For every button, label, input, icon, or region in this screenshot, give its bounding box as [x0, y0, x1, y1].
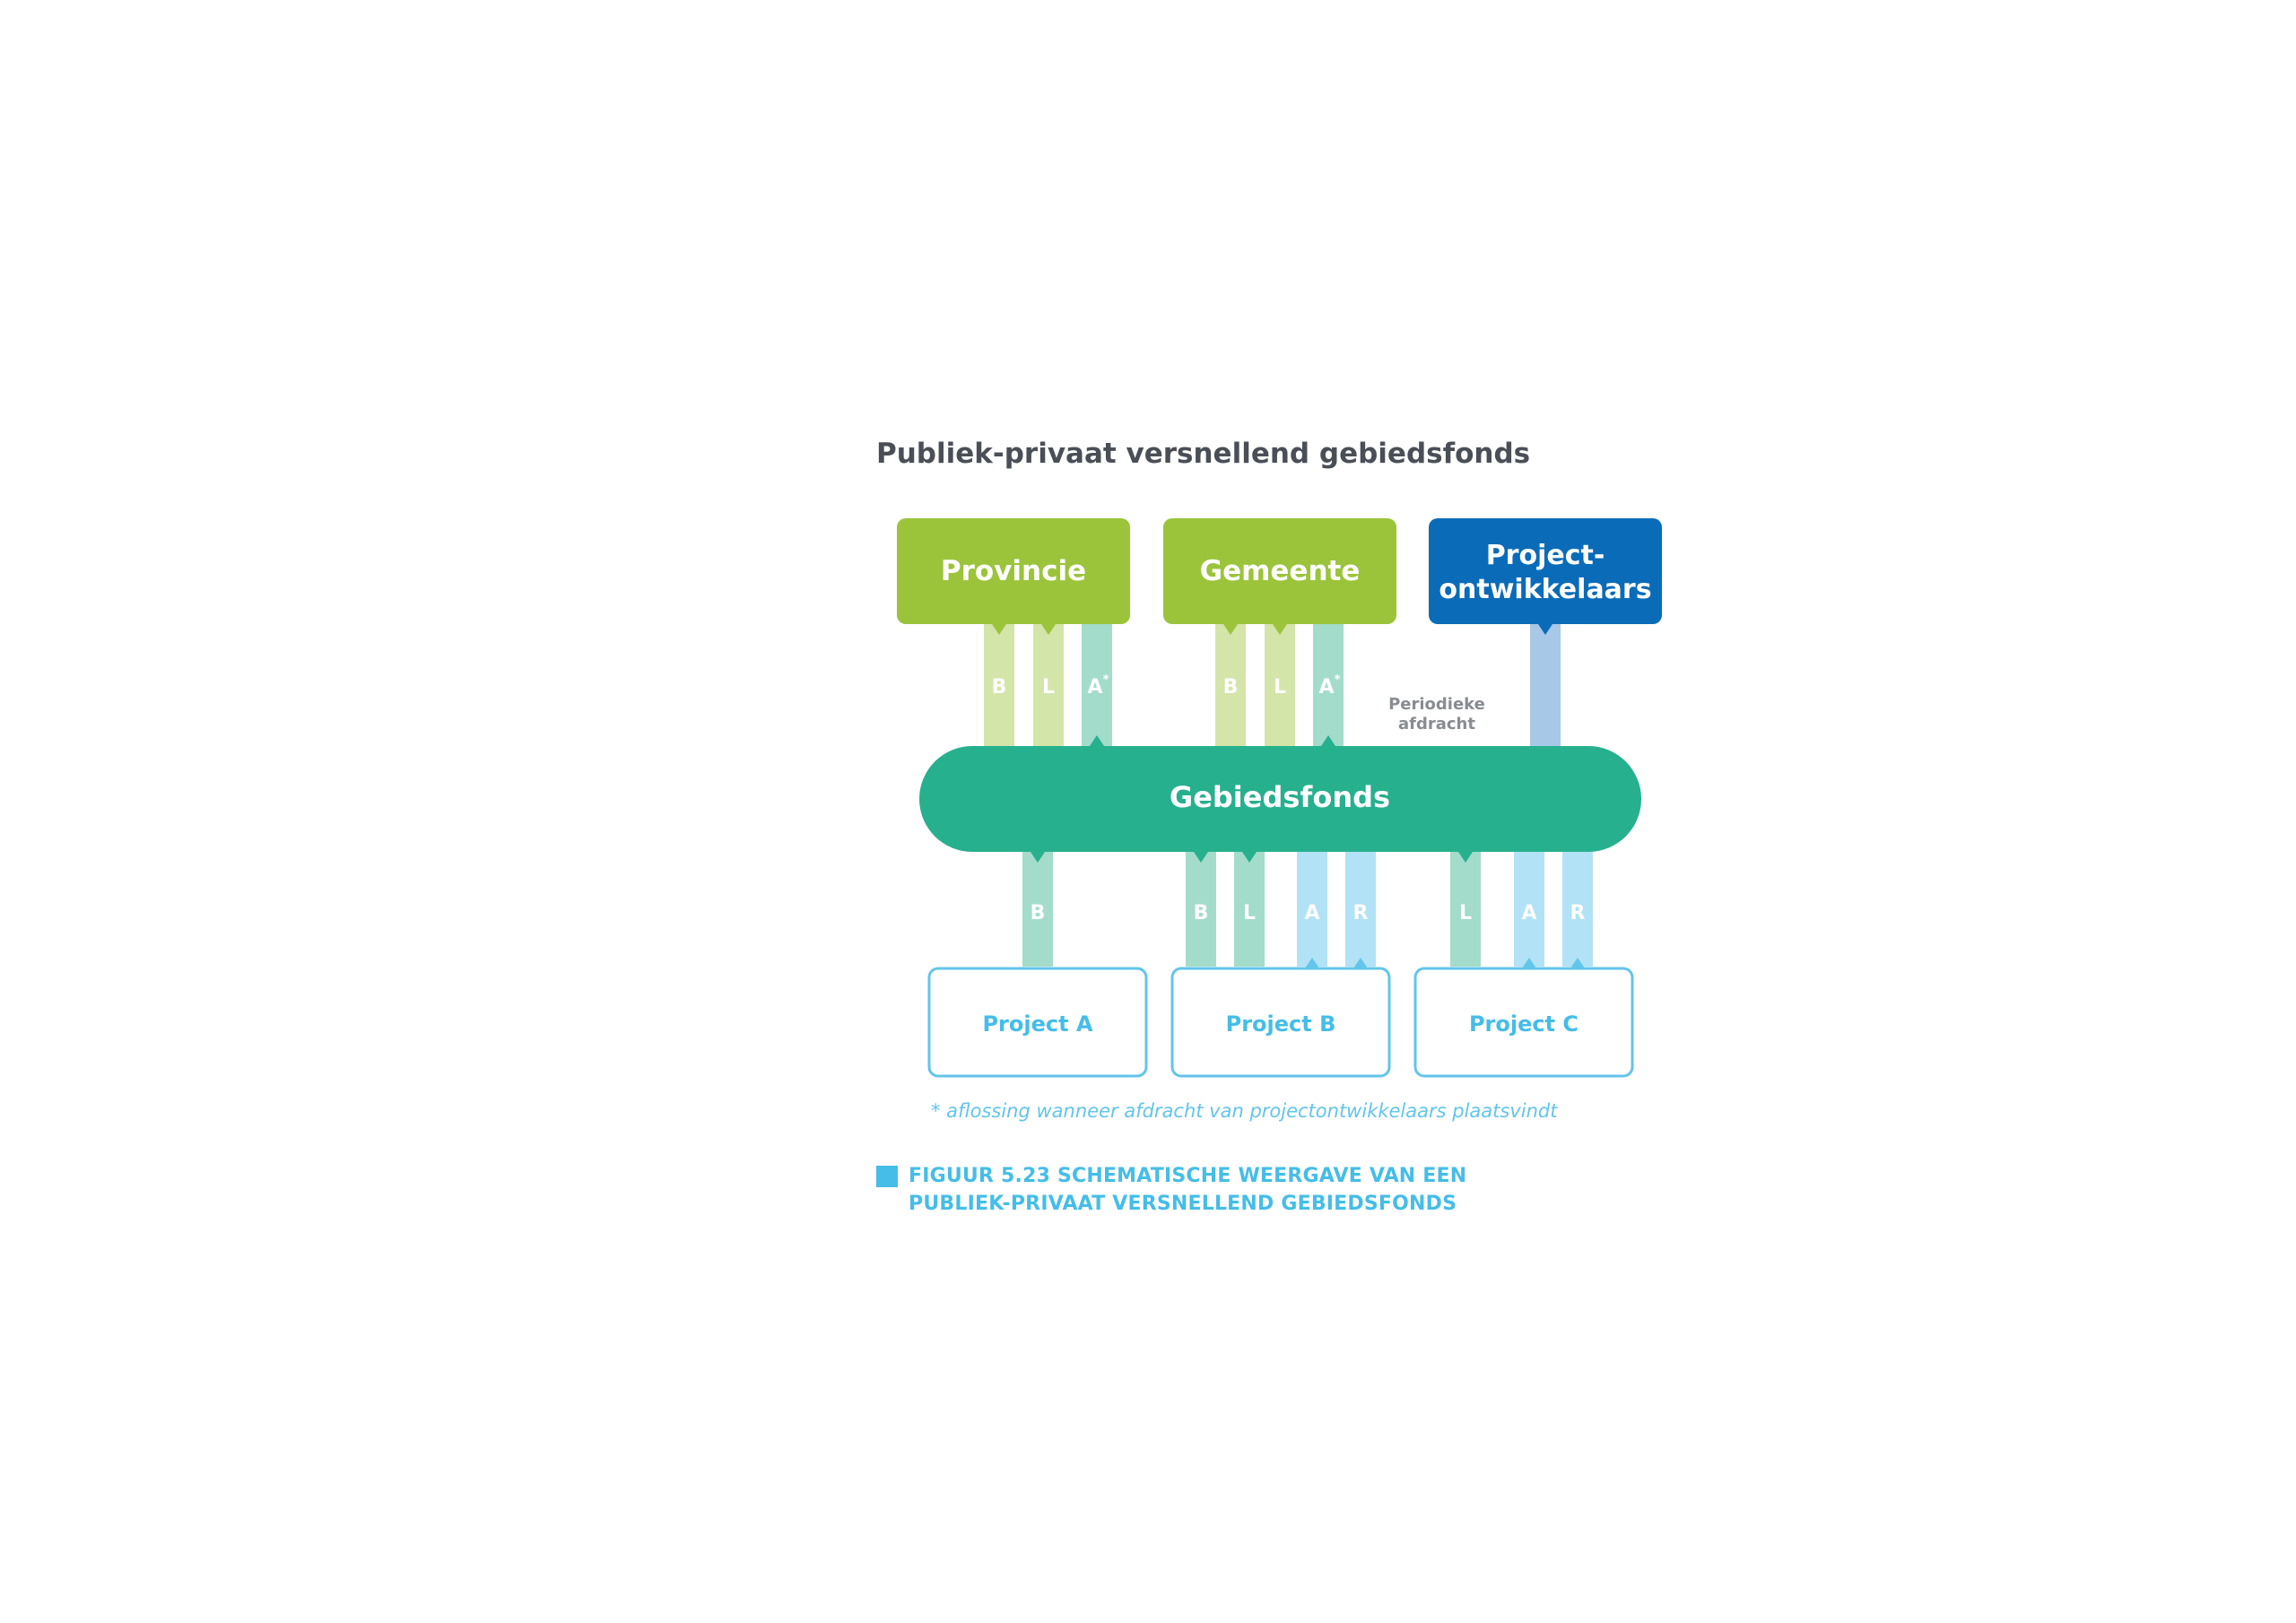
fund-pill — [919, 746, 1641, 852]
party-provincie: Provincie — [897, 518, 1130, 624]
flow-label-project-b-r: R — [1353, 902, 1369, 924]
party-box-projectontwikkelaars — [1429, 518, 1662, 624]
arrow-in-gemeente-a — [1321, 735, 1335, 746]
top-flow-labels: B L A * B L A * — [992, 673, 1341, 699]
flow-bar-provincie-a — [1082, 624, 1112, 746]
flow-label-gemeente-a-sup: * — [1335, 673, 1341, 687]
party-outflow-arrows — [992, 624, 1552, 635]
flow-bar-provincie-b — [984, 624, 1014, 746]
flow-bar-project-c-a — [1514, 852, 1544, 967]
arrow-provincie-b — [992, 624, 1006, 635]
flow-label-gemeente-a: A — [1318, 676, 1334, 699]
flow-label-project-c-l: L — [1459, 902, 1472, 924]
flow-label-provincie-b: B — [992, 676, 1007, 699]
arrow-out-project-c-l — [1458, 852, 1473, 863]
flow-bar-project-b-r — [1345, 852, 1376, 967]
fund-label: Gebiedsfonds — [1170, 780, 1390, 814]
project-c: Project C — [1413, 967, 1634, 1078]
arrow-out-project-b-b — [1194, 852, 1208, 863]
flow-bar-project-c-r — [1562, 852, 1593, 967]
arrow-projectontwikkelaars — [1538, 624, 1552, 635]
diagram-title: Publiek-privaat versnellend gebiedsfonds — [876, 438, 1530, 470]
flow-label-project-c-r: R — [1570, 902, 1586, 924]
arrow-return-project-b-r — [1353, 958, 1368, 968]
arrow-in-provincie-a — [1090, 735, 1104, 746]
bottom-flow-bars — [1022, 852, 1593, 967]
flow-bar-gemeente-l — [1265, 624, 1295, 746]
caption-line-2: PUBLIEK-PRIVAAT VERSNELLEND GEBIEDSFONDS — [909, 1193, 1457, 1215]
flow-bar-project-b-b — [1186, 852, 1216, 967]
flow-label-project-b-a: A — [1304, 902, 1319, 924]
periodic-note-line2: afdracht — [1398, 715, 1475, 733]
project-b: Project B — [1170, 967, 1391, 1078]
party-box-provincie — [897, 518, 1130, 624]
flow-label-project-a-b: B — [1031, 902, 1046, 924]
project-a: Project A — [927, 967, 1148, 1078]
arrow-out-project-a-b — [1031, 852, 1045, 863]
flow-bar-project-c-l — [1450, 852, 1481, 967]
flow-bar-gemeente-b — [1215, 624, 1246, 746]
project-box-b — [1170, 967, 1391, 1078]
caption-marker — [876, 1166, 898, 1187]
arrow-return-project-b-a — [1305, 958, 1319, 968]
arrow-gemeente-l — [1273, 624, 1287, 635]
flow-bar-project-b-a — [1297, 852, 1327, 967]
project-label-c: Project C — [1469, 1011, 1578, 1037]
flow-bar-gemeente-a — [1313, 624, 1344, 746]
party-projectontwikkelaars: Project- ontwikkelaars — [1429, 518, 1662, 624]
party-box-gemeente — [1163, 518, 1396, 624]
caption-line-1: FIGUUR 5.23 SCHEMATISCHE WEERGAVE VAN EE… — [909, 1165, 1467, 1187]
flow-label-provincie-a: A — [1087, 676, 1102, 699]
top-flow-bars — [984, 624, 1561, 746]
flow-bar-project-a-b — [1022, 852, 1053, 967]
arrow-gemeente-b — [1223, 624, 1238, 635]
fund: Gebiedsfonds — [919, 746, 1641, 852]
party-label-provincie: Provincie — [941, 555, 1086, 587]
party-gemeente: Gemeente — [1163, 518, 1396, 624]
fund-inflow-arrows — [1090, 735, 1335, 746]
flow-label-project-b-b: B — [1194, 902, 1209, 924]
flow-label-provincie-a-sup: * — [1103, 673, 1109, 687]
party-label-projectontwikkelaars-line1: Project- — [1486, 540, 1605, 571]
party-label-gemeente: Gemeente — [1200, 555, 1361, 587]
project-return-arrows — [1305, 958, 1585, 968]
flow-label-provincie-l: L — [1042, 676, 1055, 699]
project-box-c — [1413, 967, 1634, 1078]
arrow-return-project-c-a — [1522, 958, 1536, 968]
caption-text: FIGUUR 5.23 SCHEMATISCHE WEERGAVE VAN EE… — [909, 1162, 1466, 1218]
arrow-out-project-b-l — [1242, 852, 1257, 863]
flow-bar-projectontwikkelaars — [1530, 624, 1561, 746]
flow-label-gemeente-b: B — [1223, 676, 1239, 699]
flow-label-project-c-a: A — [1521, 902, 1536, 924]
arrow-return-project-c-r — [1570, 958, 1585, 968]
footnote: * aflossing wanneer afdracht van project… — [931, 1100, 1558, 1122]
project-label-b: Project B — [1226, 1011, 1336, 1037]
party-label-projectontwikkelaars-line2: ontwikkelaars — [1439, 574, 1651, 605]
fund-outflow-arrows — [1031, 852, 1473, 863]
flow-bar-provincie-l — [1033, 624, 1064, 746]
bottom-flow-labels: B B L A R L A R — [1031, 902, 1586, 924]
flow-bar-project-b-l — [1234, 852, 1265, 967]
flow-label-project-b-l: L — [1243, 902, 1256, 924]
periodic-note-line1: Periodieke — [1388, 695, 1485, 714]
flow-label-gemeente-l: L — [1274, 676, 1286, 699]
project-label-a: Project A — [982, 1011, 1092, 1037]
project-box-a — [927, 967, 1148, 1078]
arrow-provincie-l — [1041, 624, 1056, 635]
